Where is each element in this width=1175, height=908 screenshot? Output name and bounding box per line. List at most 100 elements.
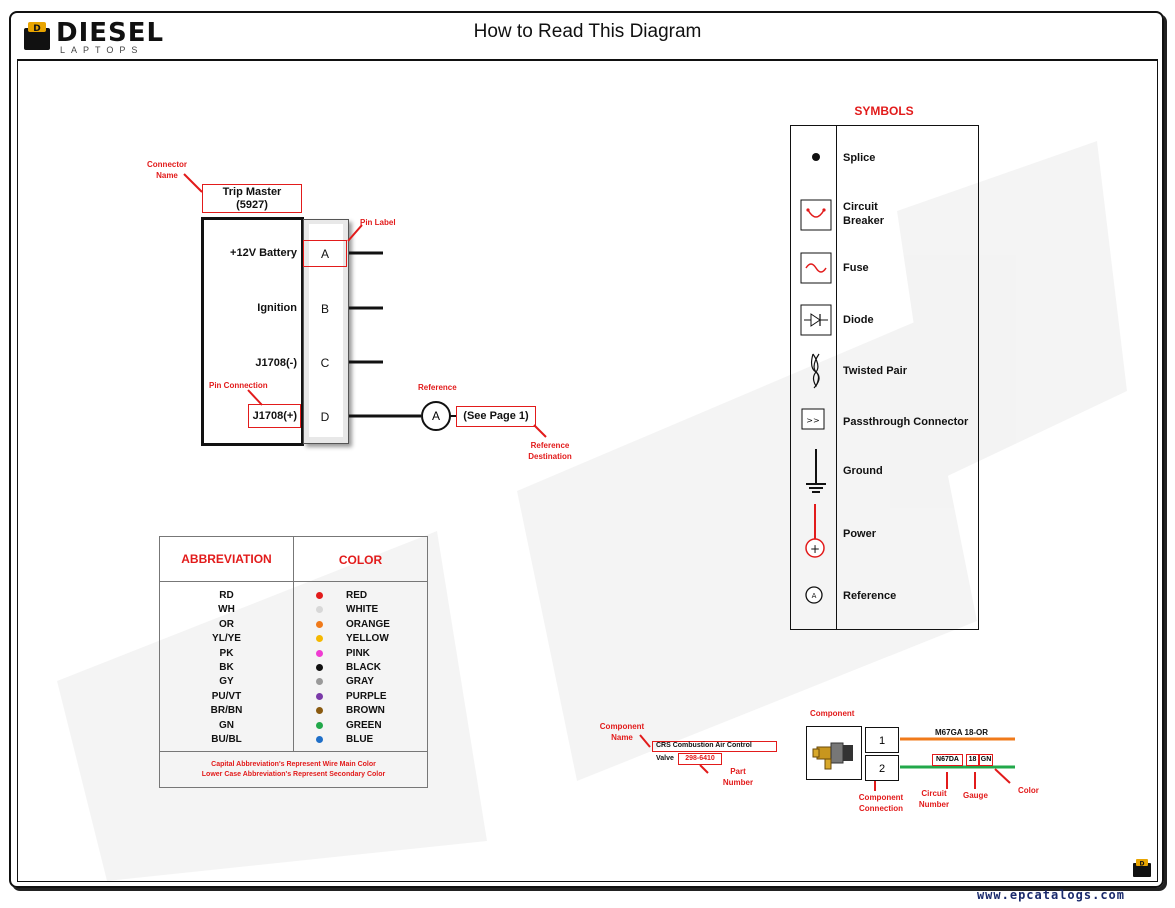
pin-connection-box — [248, 404, 301, 428]
connector-name-annotation: Connector Name — [147, 160, 187, 180]
abbreviation-code: BK — [219, 662, 234, 673]
pin-label-leader — [347, 224, 363, 242]
color-name: YELLOW — [346, 633, 389, 645]
logo-sub: LAPTOPS — [60, 45, 144, 55]
symbol-label-passthrough: Passthrough Connector — [843, 416, 969, 428]
reference-letter: A — [431, 409, 440, 423]
footer-url[interactable]: www.epcatalogs.com — [976, 888, 1125, 902]
logo-badge-letter: D — [33, 24, 40, 34]
component-pin-1: 1 — [865, 727, 899, 753]
color-swatch — [316, 620, 323, 628]
color-name: PURPLE — [346, 690, 387, 702]
color-swatch — [316, 707, 323, 715]
component-pin-2: 2 — [865, 755, 899, 781]
reference-destination-box: (See Page 1) — [456, 406, 536, 427]
color-leader — [994, 768, 1011, 784]
gauge-box: 18 — [966, 754, 979, 766]
footer-badge-letter: D — [1140, 861, 1145, 868]
color-swatch — [316, 664, 323, 671]
twisted-pair-icon — [810, 353, 820, 389]
pin-letter-c: C — [320, 356, 330, 370]
color-swatch — [316, 678, 323, 686]
part-number-box: 298-6410 — [678, 753, 722, 765]
color-name: BROWN — [346, 705, 385, 717]
symbols-table — [790, 125, 979, 630]
color-name: ORANGE — [346, 618, 390, 630]
symbols-heading: SYMBOLS — [854, 104, 914, 118]
footer-logo-badge: D — [1132, 858, 1152, 878]
reference-destination-leader — [533, 424, 547, 438]
reference-destination: (See Page 1) — [463, 410, 529, 422]
symbol-label-power: Power — [843, 528, 877, 540]
symbol-label-reference: Reference — [843, 590, 897, 602]
gauge-annotation: Gauge — [963, 791, 988, 800]
color-swatch — [316, 721, 323, 729]
wire-1-label: M67GA 18-OR — [935, 728, 989, 737]
pin-letter-a: A — [320, 247, 329, 261]
circuit-number-box: N67DA — [932, 754, 963, 766]
connector-body — [201, 217, 304, 446]
color-name: BLACK — [346, 662, 381, 673]
color-annotation: Color — [1018, 786, 1039, 795]
abbreviation-code: YL/YE — [212, 633, 241, 645]
abbreviation-code: PK — [219, 647, 234, 659]
abbreviation-col-header: ABBREVIATION — [181, 552, 272, 566]
pin-label-box — [303, 240, 347, 267]
color-name: GRAY — [346, 676, 374, 688]
diagram-area — [17, 61, 1158, 882]
wire-2-gauge: 18 — [968, 756, 977, 763]
component-name-annotation: Component Name — [599, 722, 645, 742]
color-box: GN — [979, 754, 993, 766]
color-swatch — [316, 635, 323, 643]
component-name-line2: Valve — [656, 755, 674, 762]
component-image — [806, 726, 862, 780]
color-col-header: COLOR — [338, 553, 383, 567]
abbreviation-column-divider — [293, 537, 294, 751]
color-swatch — [316, 649, 323, 657]
pin-label-a: +12V Battery — [230, 247, 297, 259]
wire-2-circuit: N67DA — [936, 756, 959, 763]
reference-glyph: A — [812, 592, 817, 600]
pin-label-c: J1708(-) — [255, 357, 297, 369]
abbreviation-note-1: Capital Abbreviation's Represent Wire Ma… — [211, 761, 376, 768]
component-connection-annotation: Component Connection — [858, 793, 904, 813]
abbreviation-code: PU/VT — [211, 690, 242, 702]
pin-connection-leader — [247, 389, 263, 406]
circuit-breaker-icon — [800, 199, 832, 231]
logo-word: DIESEL — [56, 18, 165, 48]
valve-icon — [812, 742, 853, 770]
connector-pin-block-face — [309, 224, 343, 437]
color-name: GREEN — [346, 719, 382, 731]
connector-name-leader — [183, 173, 203, 193]
connector-name-line1: Trip Master — [222, 186, 282, 198]
abbreviation-note-2: Lower Case Abbreviation's Represent Seco… — [201, 771, 386, 778]
color-swatch — [316, 736, 323, 743]
symbol-label-circuit-breaker: Circuit Breaker — [843, 201, 884, 227]
reference-icon: A — [805, 586, 823, 604]
abbreviation-code: GN — [219, 719, 234, 731]
symbol-label-fuse: Fuse — [843, 262, 869, 274]
part-number: 298-6410 — [685, 755, 715, 762]
color-name: PINK — [346, 647, 370, 659]
pin-connection-annotation: Pin Connection — [209, 381, 268, 390]
abbreviation-code: RD — [219, 590, 234, 601]
component-wires — [639, 734, 1015, 791]
abbreviation-code: OR — [219, 618, 234, 630]
abbreviation-code: WH — [218, 604, 235, 616]
circuit-number-annotation: Circuit Number — [918, 789, 950, 809]
color-swatch — [316, 692, 323, 700]
color-name: BLUE — [346, 734, 374, 745]
wire-2-color: GN — [980, 756, 992, 763]
component-name-box — [652, 741, 777, 752]
part-number-annotation: Part Number — [722, 767, 754, 787]
symbols-icons: >> + A — [800, 153, 832, 604]
symbol-label-diode: Diode — [843, 314, 874, 326]
symbol-label-splice: Splice — [843, 152, 876, 164]
ground-icon — [806, 449, 826, 493]
component-name: CRS Combustion Air Control — [656, 742, 752, 749]
component-annotation: Component — [810, 709, 855, 718]
reference-destination-annotation: Reference Destination — [528, 441, 572, 461]
connector-name-box: Trip Master (5927) — [202, 184, 302, 213]
power-glyph: + — [810, 542, 820, 556]
abbreviation-footer-divider — [159, 751, 428, 752]
